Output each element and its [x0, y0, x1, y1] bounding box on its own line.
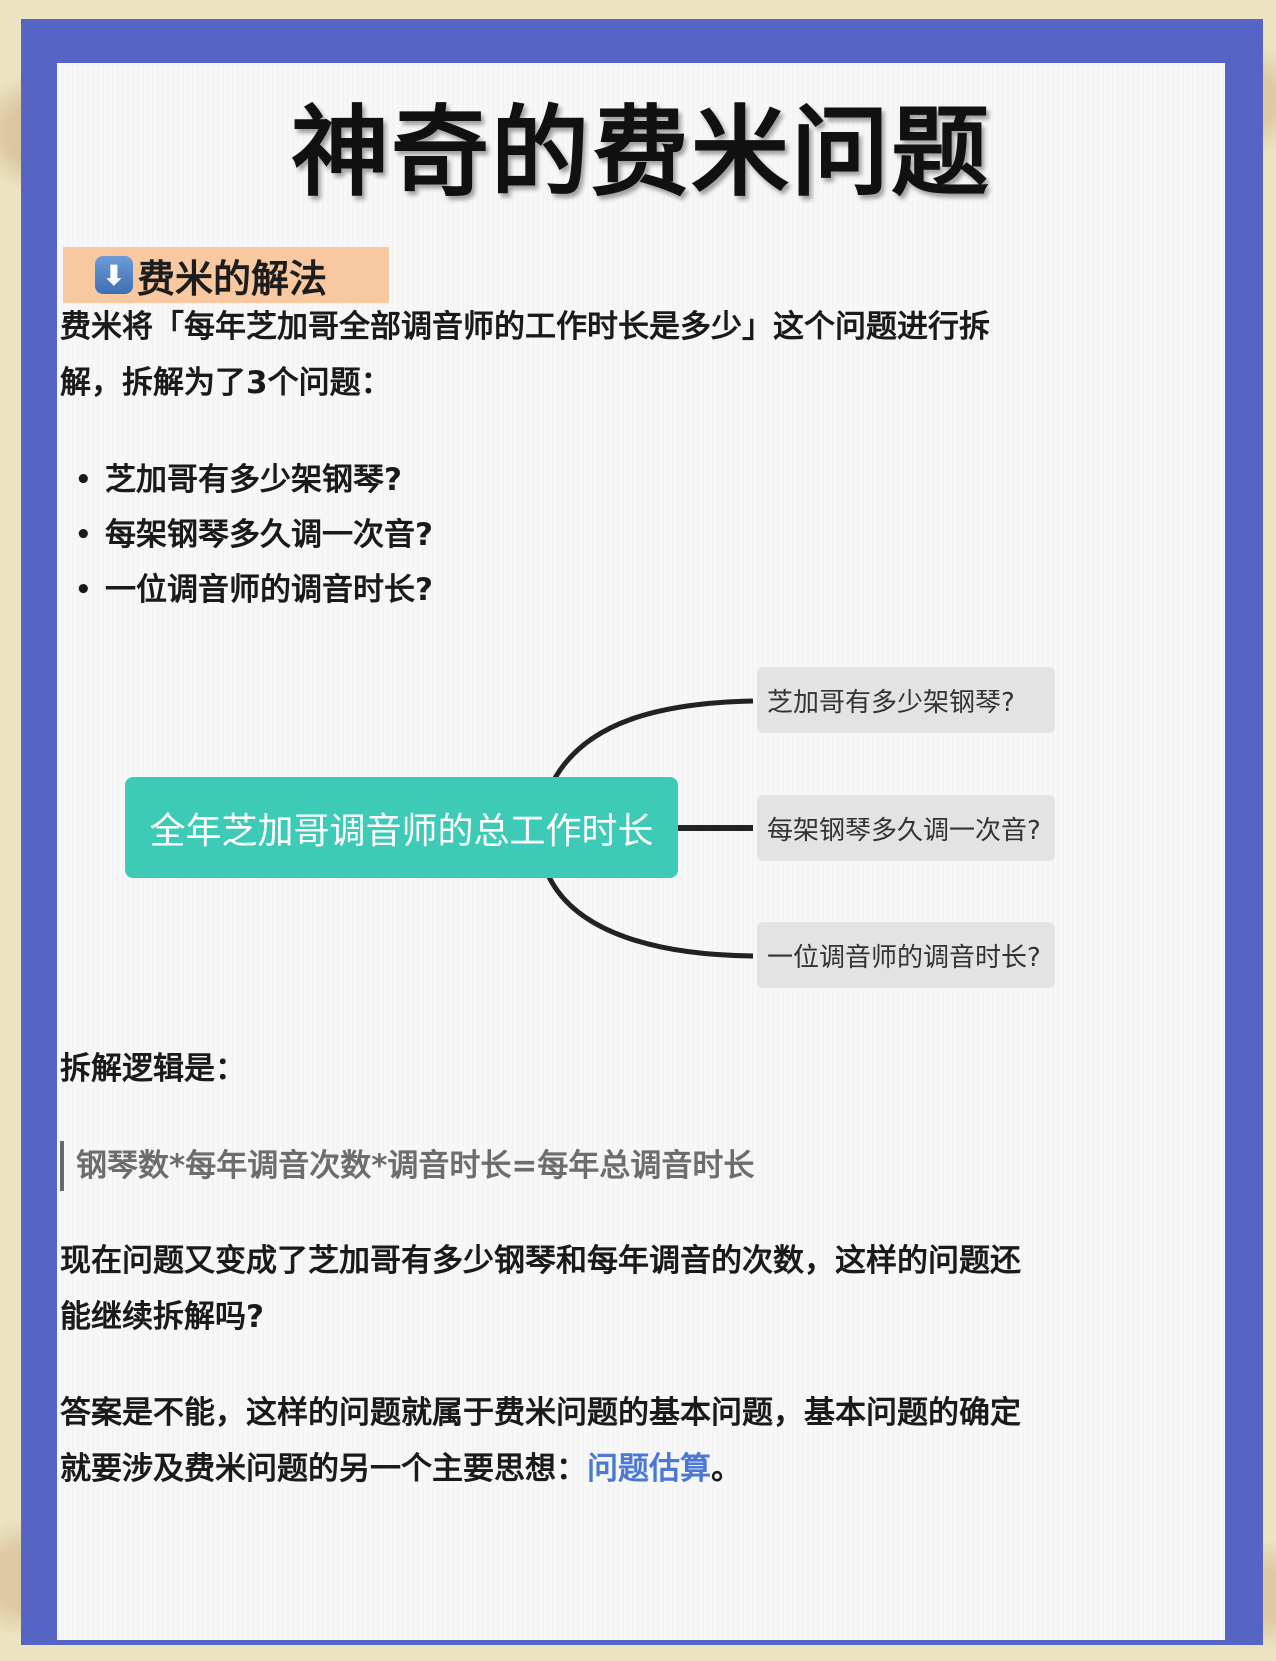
mind-map-child-node: 每架钢琴多久调一次音?: [757, 795, 1055, 861]
highlight-term: 问题估算: [587, 1451, 711, 1487]
page-title: 神奇的费米问题: [290, 96, 991, 210]
content-panel: 神奇的费米问题 ⬇ 费米的解法 费米将「每年芝加哥全部调音师的工作时长是多少」这…: [57, 63, 1225, 1640]
mind-map-connectors: [546, 698, 754, 959]
mind-map-child-node: 一位调音师的调音时长?: [757, 922, 1055, 988]
list-item: •每架钢琴多久调一次音?: [75, 517, 433, 553]
second-paragraph: 现在问题又变成了芝加哥有多少钢琴和每年调音的次数，这样的问题还 能继续拆解吗?: [60, 1233, 1180, 1345]
question-list: •芝加哥有多少架钢琴? •每架钢琴多久调一次音? •一位调音师的调音时长?: [75, 453, 433, 618]
third-paragraph-line-1: 答案是不能，这样的问题就属于费米问题的基本问题，基本问题的确定: [60, 1395, 1021, 1431]
intro-line-2: 解，拆解为了3个问题：: [60, 365, 392, 401]
section-heading-label: 费米的解法: [137, 256, 328, 301]
down-arrow-icon: ⬇: [95, 256, 133, 294]
second-paragraph-line-1: 现在问题又变成了芝加哥有多少钢琴和每年调音的次数，这样的问题还: [60, 1243, 1021, 1279]
intro-paragraph: 费米将「每年芝加哥全部调音师的工作时长是多少」这个问题进行拆 解，拆解为了3个问…: [60, 299, 1180, 411]
mind-map-diagram: 全年芝加哥调音师的总工作时长 芝加哥有多少架钢琴? 每架钢琴多久调一次音? 一位…: [117, 663, 1177, 1063]
third-paragraph-line-2: 就要涉及费米问题的另一个主要思想：问题估算。: [60, 1451, 742, 1487]
list-item: •一位调音师的调音时长?: [75, 572, 433, 608]
second-paragraph-line-2: 能继续拆解吗?: [60, 1299, 264, 1335]
third-paragraph: 答案是不能，这样的问题就属于费米问题的基本问题，基本问题的确定 就要涉及费米问题…: [60, 1385, 1180, 1497]
logic-heading: 拆解逻辑是：: [60, 1051, 246, 1087]
mind-map-child-node: 芝加哥有多少架钢琴?: [757, 667, 1055, 733]
mind-map-root-node: 全年芝加哥调音师的总工作时长: [125, 777, 678, 878]
intro-line-1: 费米将「每年芝加哥全部调音师的工作时长是多少」这个问题进行拆: [60, 309, 990, 345]
section-heading: ⬇ 费米的解法: [63, 247, 389, 303]
list-item: •芝加哥有多少架钢琴?: [75, 462, 402, 498]
formula-quote: 钢琴数*每年调音次数*调音时长=每年总调音时长: [60, 1141, 754, 1191]
